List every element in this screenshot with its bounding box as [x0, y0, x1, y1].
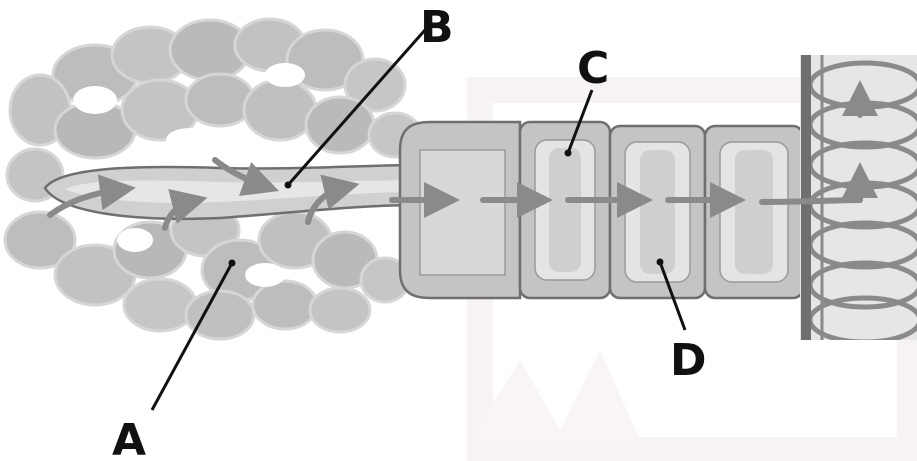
label-c: C — [577, 43, 609, 94]
duct-cells — [400, 122, 803, 298]
label-b: B — [420, 2, 454, 53]
label-d: D — [670, 335, 707, 386]
label-a: A — [112, 415, 146, 461]
arrow-duct-5 — [762, 200, 860, 202]
